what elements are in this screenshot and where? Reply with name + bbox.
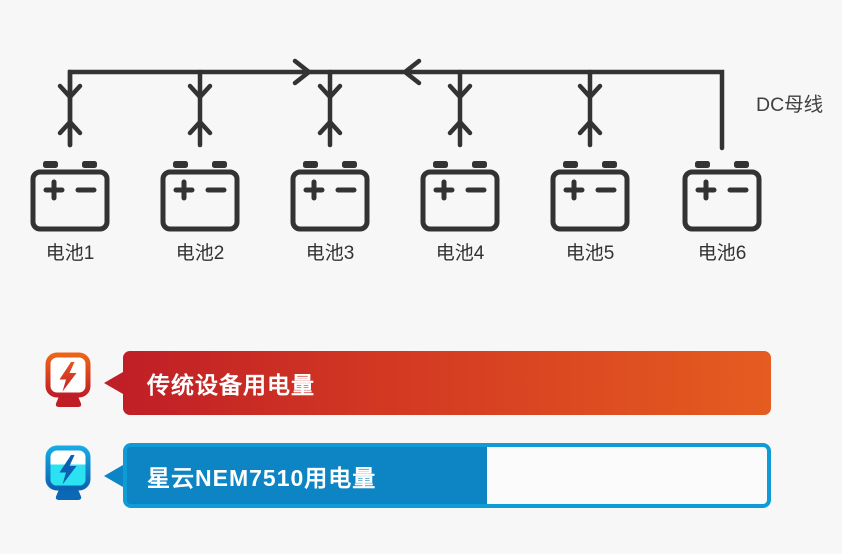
bar-traditional: 传统设备用电量 bbox=[104, 351, 771, 415]
battery-1-label: 电池1 bbox=[46, 242, 95, 264]
dc-bus-label: DC母线 bbox=[756, 94, 823, 116]
dc-bus-diagram: 电池1 电池2 电池3 电池4 电池5 电池6 DC母线 bbox=[0, 58, 823, 264]
battery5-connector bbox=[580, 72, 600, 145]
battery-icon bbox=[553, 161, 627, 229]
bus-flow-left-icon bbox=[402, 58, 422, 86]
battery2-connector bbox=[190, 72, 210, 145]
battery-2: 电池2 bbox=[163, 161, 237, 264]
battery-icon bbox=[33, 161, 107, 229]
battery-1: 电池1 bbox=[33, 161, 107, 264]
battery-5-label: 电池5 bbox=[566, 242, 615, 264]
battery4-connector bbox=[450, 72, 470, 145]
battery-4: 电池4 bbox=[423, 161, 497, 264]
bar-nebula: 星云NEM7510用电量 bbox=[104, 443, 771, 508]
bar-nebula-label: 星云NEM7510用电量 bbox=[147, 464, 377, 491]
battery-icon bbox=[163, 161, 237, 229]
bar-nebula-tail bbox=[104, 464, 123, 487]
meter-blue-icon bbox=[45, 445, 91, 500]
battery-6-label: 电池6 bbox=[698, 242, 747, 264]
battery-icon bbox=[293, 161, 367, 229]
bar-traditional-tail bbox=[104, 372, 123, 394]
battery-icon bbox=[423, 161, 497, 229]
battery-6: 电池6 bbox=[685, 161, 759, 264]
bar-traditional-label: 传统设备用电量 bbox=[147, 372, 315, 398]
battery3-connector bbox=[320, 72, 340, 145]
battery-3-label: 电池3 bbox=[306, 242, 355, 264]
battery-2-label: 电池2 bbox=[176, 242, 225, 264]
meter-red-icon bbox=[45, 352, 91, 407]
battery1-connector bbox=[60, 72, 80, 145]
dc-bus-line bbox=[67, 69, 725, 151]
battery-icon bbox=[685, 161, 759, 229]
battery-4-label: 电池4 bbox=[436, 242, 485, 264]
lightning-bolt-icon bbox=[59, 455, 77, 485]
bar-nebula-fill bbox=[127, 447, 488, 504]
lightning-bolt-icon bbox=[59, 362, 77, 392]
battery-5: 电池5 bbox=[553, 161, 627, 264]
battery-3: 电池3 bbox=[293, 161, 367, 264]
bus-flow-right-icon bbox=[292, 58, 312, 86]
